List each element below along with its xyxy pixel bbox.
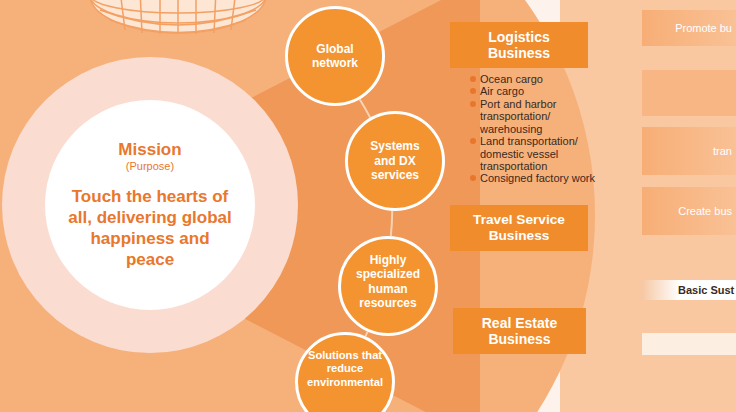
node-text: Promote bu <box>675 22 732 34</box>
arc-connector <box>391 211 392 236</box>
node-text: Highly specialized human resources <box>351 253 425 311</box>
node-text: Systems and DX services <box>358 139 432 182</box>
sustainability-band: Basic Sust <box>642 280 736 300</box>
strategy-box: tran <box>642 127 736 175</box>
node-text: Real Estate Business <box>475 315 564 347</box>
business-box: Logistics Business <box>450 22 588 68</box>
node-text: Touch the hearts of all, delivering glob… <box>65 186 235 271</box>
bullet-item: Port and harbor transportation/ warehous… <box>470 98 600 135</box>
node-text: Logistics Business <box>472 29 566 61</box>
node-text: (Purpose) <box>126 160 174 172</box>
business-box: Real Estate Business <box>453 308 586 354</box>
bullet-item: Air cargo <box>470 85 600 97</box>
arc-connector <box>360 99 370 117</box>
node-text: Travel Service Business <box>472 212 566 243</box>
node-text: Basic Sust <box>678 284 734 296</box>
strength-circle: Systems and DX services <box>345 111 445 211</box>
plain-box <box>642 333 736 355</box>
mission-circle: Mission(Purpose) Touch the hearts of all,… <box>45 100 255 310</box>
node-text: tran <box>713 145 732 157</box>
strength-circle: Global network <box>285 6 385 106</box>
strength-circle: Solutions that reduce environmental <box>295 332 395 412</box>
node-text: Global network <box>298 42 372 71</box>
strategy-box: Create bus <box>642 187 736 235</box>
plain-box <box>642 70 736 116</box>
business-box: Travel Service Business <box>450 205 588 251</box>
strategy-box: Promote bu <box>642 10 736 46</box>
globe <box>90 0 266 34</box>
bullet-item: Ocean cargo <box>470 73 600 85</box>
bullet-item: Land transportation/ domestic vessel tra… <box>470 135 600 172</box>
node-text: Create bus <box>678 205 732 217</box>
node-text: Solutions that reduce environmental <box>307 349 383 389</box>
strength-circle: Highly specialized human resources <box>338 236 438 336</box>
node-text: Mission <box>118 140 181 160</box>
bullet-item: Consigned factory work <box>470 172 600 184</box>
